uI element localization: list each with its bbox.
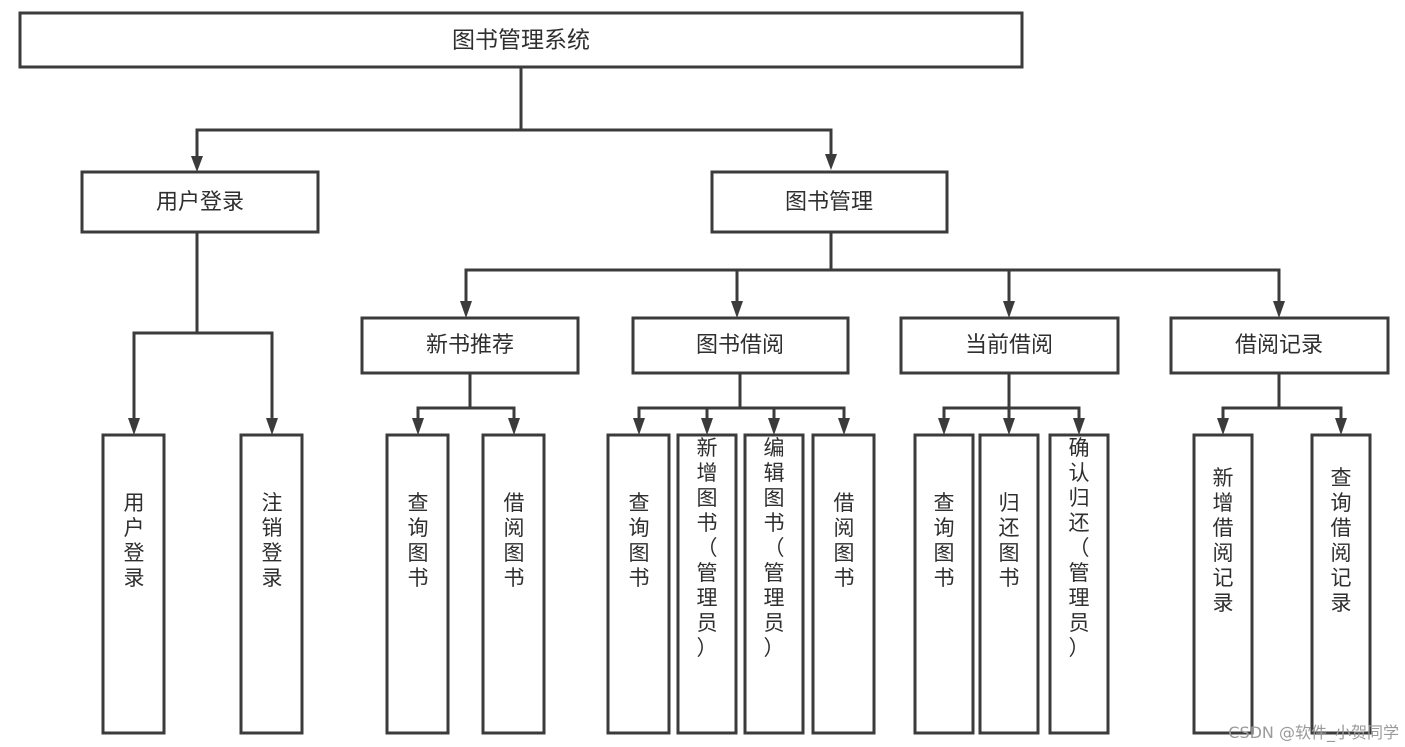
node-borrow-record-box[interactable] <box>1169 316 1390 375</box>
leaf-query-book-3-label: 查询图书 <box>934 491 955 590</box>
leaf-borrow-book-2-label: 借阅图书 <box>834 491 855 590</box>
leaf-add-borrow-record-label: 新增借阅记录 <box>1213 466 1234 615</box>
node-root-box[interactable] <box>18 11 1024 69</box>
arrowhead-leaf-6 <box>701 418 713 435</box>
watermark: CSDN @软件_小贺同学 <box>1228 723 1399 742</box>
node-book-borrow[interactable]: 图书借阅 <box>631 316 850 375</box>
leaf-logout[interactable]: 注销登录 <box>239 433 304 735</box>
arrowhead-leaf-12 <box>1217 418 1229 435</box>
leaf-edit-book-admin-box[interactable] <box>743 433 805 735</box>
arrowhead-borrow-record <box>1273 301 1285 318</box>
leaf-logout-label: 注销登录 <box>262 491 283 590</box>
arrowhead-leaf-3 <box>412 418 424 435</box>
leaf-edit-book-admin-label: 编辑图书（管理员） <box>764 436 785 660</box>
node-current-borrow-label: 当前借阅 <box>965 333 1053 358</box>
node-book-borrow-box[interactable] <box>631 316 850 375</box>
arrowhead-leaf-10 <box>1003 418 1015 435</box>
leaf-query-book-1[interactable]: 查询图书 <box>385 433 450 735</box>
leaf-confirm-return-admin[interactable]: 确认归还（管理员） <box>1048 433 1110 735</box>
leaf-query-borrow-record-box[interactable] <box>1310 433 1372 735</box>
node-book-management-box[interactable] <box>710 170 949 234</box>
arrowhead-leaf-13 <box>1335 418 1347 435</box>
leaf-query-book-2-label: 查询图书 <box>629 491 650 590</box>
leaf-borrow-book-2[interactable]: 借阅图书 <box>811 433 876 735</box>
leaf-query-book-3-box[interactable] <box>913 433 975 735</box>
arrowhead-user-login <box>191 156 203 172</box>
arrowhead-leaf-9 <box>938 418 950 435</box>
node-new-book-recommend-label: 新书推荐 <box>426 333 514 358</box>
leaf-add-borrow-record-box[interactable] <box>1192 433 1254 735</box>
node-book-management-label: 图书管理 <box>785 190 873 215</box>
leaf-query-book-1-label: 查询图书 <box>408 491 429 590</box>
node-book-management[interactable]: 图书管理 <box>710 170 949 234</box>
node-new-book-recommend[interactable]: 新书推荐 <box>360 316 580 375</box>
arrowhead-leaf-7 <box>768 418 780 435</box>
leaf-add-borrow-record[interactable]: 新增借阅记录 <box>1192 433 1254 735</box>
arrowhead-book-borrow <box>731 301 743 318</box>
arrowhead-leaf-5 <box>633 418 645 435</box>
leaf-return-book-box[interactable] <box>978 433 1040 735</box>
leaf-logout-box[interactable] <box>239 433 304 735</box>
leaf-query-book-1-box[interactable] <box>385 433 450 735</box>
arrowhead-leaf-8 <box>838 418 850 435</box>
node-root[interactable]: 图书管理系统 <box>18 11 1024 69</box>
leaf-query-book-2[interactable]: 查询图书 <box>606 433 671 735</box>
arrowhead-leaf-1 <box>128 418 140 435</box>
node-borrow-record-label: 借阅记录 <box>1235 333 1323 358</box>
leaf-query-book-2-box[interactable] <box>606 433 671 735</box>
arrowhead-book-mgmt <box>825 154 837 170</box>
node-new-book-recommend-box[interactable] <box>360 316 580 375</box>
node-root-label: 图书管理系统 <box>452 28 590 54</box>
node-current-borrow[interactable]: 当前借阅 <box>899 316 1120 375</box>
leaf-borrow-book-1-label: 借阅图书 <box>504 491 525 590</box>
node-current-borrow-box[interactable] <box>899 316 1120 375</box>
leaf-borrow-book-1[interactable]: 借阅图书 <box>481 433 546 735</box>
node-user-login[interactable]: 用户登录 <box>80 170 320 234</box>
arrowhead-new-book-rec <box>460 301 472 318</box>
connectors <box>128 65 1347 435</box>
node-book-borrow-label: 图书借阅 <box>696 333 784 358</box>
leaf-add-book-admin[interactable]: 新增图书（管理员） <box>676 433 738 735</box>
leaf-add-book-admin-box[interactable] <box>676 433 738 735</box>
node-borrow-record[interactable]: 借阅记录 <box>1169 316 1390 375</box>
leaf-user-login-box[interactable] <box>101 433 166 735</box>
leaf-user-login[interactable]: 用户登录 <box>101 433 166 735</box>
leaf-query-book-3[interactable]: 查询图书 <box>913 433 975 735</box>
leaf-add-book-admin-label: 新增图书（管理员） <box>697 436 718 660</box>
leaf-confirm-return-admin-label: 确认归还（管理员） <box>1069 436 1090 660</box>
arrowhead-leaf-2 <box>266 418 278 435</box>
node-user-login-box[interactable] <box>80 170 320 234</box>
arrowhead-leaf-11 <box>1073 418 1085 435</box>
leaf-query-borrow-record[interactable]: 查询借阅记录 <box>1310 433 1372 735</box>
arrowhead-current-borrow <box>1003 301 1015 318</box>
leaf-confirm-return-admin-box[interactable] <box>1048 433 1110 735</box>
leaf-user-login-label: 用户登录 <box>124 491 145 590</box>
node-user-login-label: 用户登录 <box>156 190 244 215</box>
arrowhead-leaf-4 <box>508 418 520 435</box>
leaf-return-book-label: 归还图书 <box>999 491 1020 590</box>
leaf-borrow-book-2-box[interactable] <box>811 433 876 735</box>
leaf-edit-book-admin[interactable]: 编辑图书（管理员） <box>743 433 805 735</box>
leaf-borrow-book-1-box[interactable] <box>481 433 546 735</box>
leaf-query-borrow-record-label: 查询借阅记录 <box>1331 466 1352 615</box>
leaf-return-book[interactable]: 归还图书 <box>978 433 1040 735</box>
